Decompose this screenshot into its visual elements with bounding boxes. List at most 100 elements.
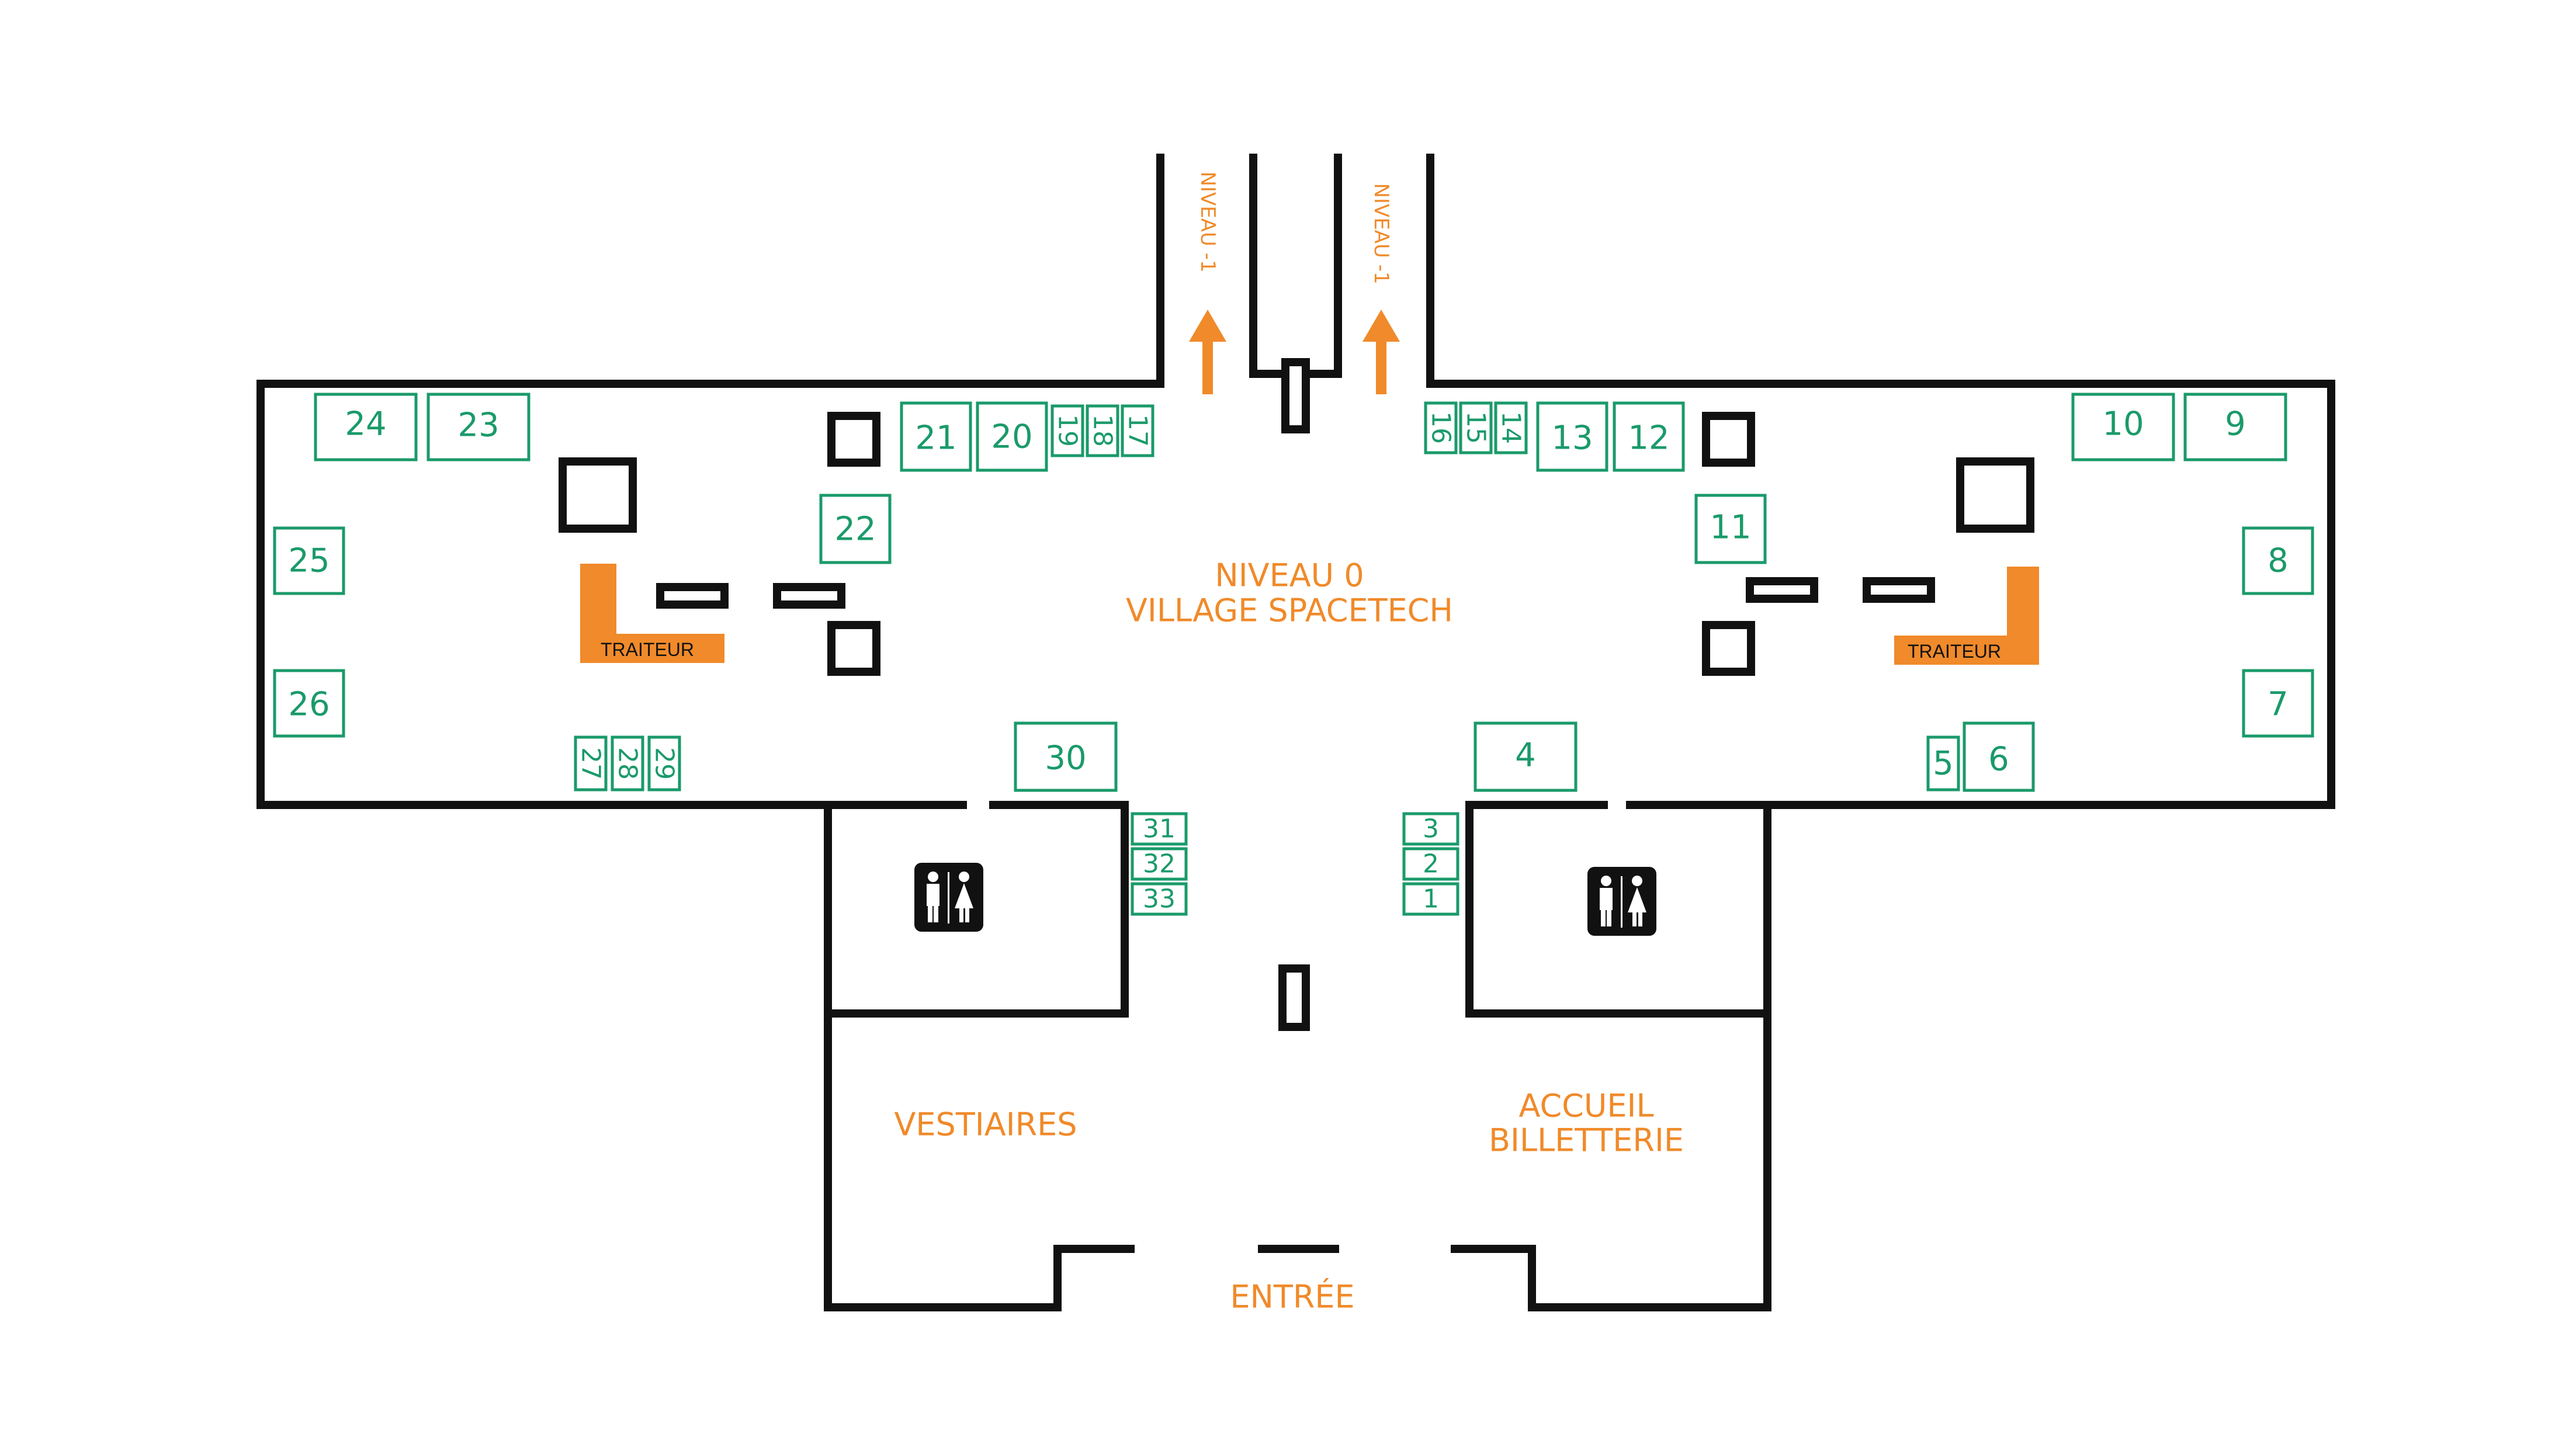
svg-text:2: 2 [1423,849,1439,879]
svg-text:7: 7 [2268,686,2289,724]
niveau-minus-1-label: NIVEAU -1 [1370,183,1393,284]
booth-28[interactable]: 28 [611,735,644,792]
svg-text:25: 25 [288,542,330,580]
svg-text:17: 17 [1123,414,1153,447]
svg-text:29: 29 [650,747,679,780]
booth-15[interactable]: 15 [1459,401,1493,454]
svg-text:18: 18 [1088,414,1118,447]
left-restroom-wall [824,801,1129,1018]
billetterie-label: BILLETTERIE [1489,1122,1684,1159]
svg-text:5: 5 [1933,745,1954,783]
right-restroom-wall [1465,801,1771,1018]
booth-19[interactable]: 19 [1050,404,1084,457]
booth-33[interactable]: 33 [1131,882,1188,916]
arrow-up-icon [1189,310,1226,394]
booth-17[interactable]: 17 [1121,404,1154,457]
main-hall-title: NIVEAU 0 [1215,557,1364,594]
svg-text:TRAITEUR: TRAITEUR [601,639,694,660]
pillar [1702,621,1755,676]
booth-29[interactable]: 29 [647,735,681,792]
booth-7[interactable]: 7 [2242,669,2314,738]
booth-32[interactable]: 32 [1131,847,1188,881]
booth-21[interactable]: 21 [900,401,972,472]
svg-text:8: 8 [2268,542,2289,580]
svg-text:26: 26 [288,686,330,724]
svg-text:10: 10 [2102,405,2144,443]
restroom-icon [1587,867,1656,936]
booths: 24 23 25 26 21 20 19 18 17 22 27 28 29 3… [273,393,2314,916]
restroom-icon [914,863,983,932]
booth-3[interactable]: 3 [1402,812,1459,846]
booth-4[interactable]: 4 [1474,721,1578,792]
main-hall-subtitle: VILLAGE SPACETECH [1126,592,1453,629]
svg-text:4: 4 [1515,737,1536,775]
booth-27[interactable]: 27 [574,735,608,792]
svg-text:23: 23 [457,407,499,445]
booth-22[interactable]: 22 [819,494,892,564]
booth-9[interactable]: 9 [2183,393,2287,461]
pillar [773,583,845,609]
svg-text:22: 22 [834,511,876,549]
svg-text:21: 21 [915,419,956,457]
accueil-label: ACCUEIL [1518,1088,1653,1124]
svg-text:9: 9 [2225,405,2246,443]
pillars [559,358,2034,1031]
booth-23[interactable]: 23 [427,393,531,461]
svg-text:15: 15 [1461,411,1491,444]
vestiaires-label: VESTIAIRES [894,1106,1077,1143]
booth-2[interactable]: 2 [1402,847,1459,881]
booth-30[interactable]: 30 [1014,721,1118,792]
svg-text:28: 28 [613,747,643,780]
svg-text:TRAITEUR: TRAITEUR [1908,641,2001,662]
svg-text:24: 24 [345,405,386,443]
pillar [1863,577,1935,603]
traiteur-left: TRAITEUR [580,564,724,663]
svg-text:16: 16 [1426,411,1456,444]
booth-14[interactable]: 14 [1494,401,1528,454]
svg-text:20: 20 [991,418,1032,456]
booth-18[interactable]: 18 [1086,404,1119,457]
booth-10[interactable]: 10 [2071,393,2175,461]
pillar [656,583,729,609]
svg-text:12: 12 [1628,419,1669,457]
booth-1[interactable]: 1 [1402,882,1459,916]
pillar [1281,358,1310,433]
entree-label: ENTRÉE [1230,1279,1354,1315]
booth-25[interactable]: 25 [273,526,345,595]
svg-text:14: 14 [1496,411,1526,444]
booth-20[interactable]: 20 [976,401,1048,472]
pillar [1702,412,1755,467]
booth-13[interactable]: 13 [1536,401,1608,472]
svg-text:33: 33 [1143,884,1176,914]
svg-text:1: 1 [1423,884,1439,914]
svg-text:3: 3 [1423,814,1439,844]
booth-26[interactable]: 26 [273,669,345,738]
pillar [827,621,880,676]
svg-text:30: 30 [1045,740,1086,777]
svg-text:11: 11 [1710,509,1751,547]
svg-text:32: 32 [1143,849,1176,879]
booth-6[interactable]: 6 [1963,721,2035,792]
booth-24[interactable]: 24 [314,393,418,461]
niveau-minus-1-label: NIVEAU -1 [1196,171,1219,272]
booth-11[interactable]: 11 [1694,494,1767,564]
svg-text:13: 13 [1551,419,1593,457]
booth-8[interactable]: 8 [2242,526,2314,595]
walls [256,154,2335,1311]
svg-text:27: 27 [576,747,606,780]
booth-5[interactable]: 5 [1926,735,1960,792]
pillar [827,412,880,467]
svg-text:31: 31 [1143,814,1176,844]
booth-12[interactable]: 12 [1613,401,1685,472]
pillar [1278,964,1310,1031]
arrow-up-icon [1362,310,1400,394]
booth-31[interactable]: 31 [1131,812,1188,846]
booth-16[interactable]: 16 [1424,401,1458,454]
traiteur-right: TRAITEUR [1894,567,2039,665]
svg-text:19: 19 [1053,414,1083,447]
pillar [1746,577,1818,603]
pillar [559,457,637,533]
svg-text:6: 6 [1988,741,2009,779]
pillar [1956,457,2034,533]
